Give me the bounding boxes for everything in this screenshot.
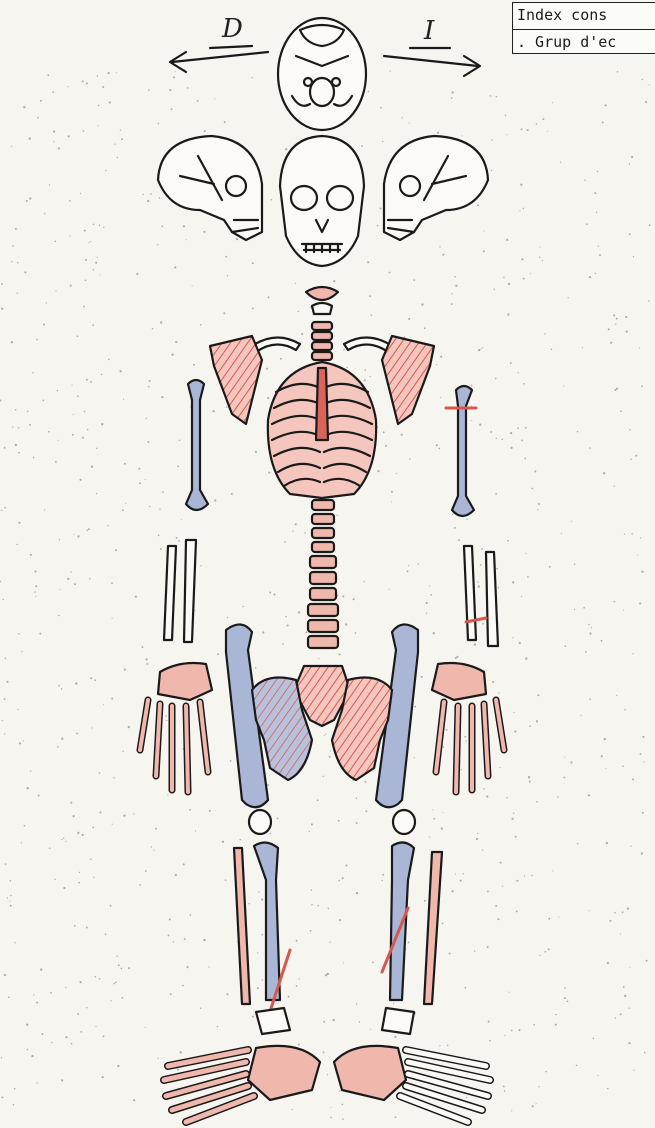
ribcage (268, 362, 376, 498)
humerus-left (452, 386, 474, 516)
left-arrow-icon (384, 48, 480, 76)
axis-vertebra (312, 303, 332, 314)
ulna-left (486, 552, 498, 646)
radius-right (164, 546, 176, 640)
fibula-right (234, 848, 250, 1004)
tibia-right (254, 842, 280, 1000)
fibula-left (424, 852, 442, 1004)
patella-left (393, 810, 415, 834)
scapula-right (210, 336, 262, 424)
clavicle-right (252, 337, 300, 352)
patella-right (249, 810, 271, 834)
atlas-vertebra (306, 287, 338, 300)
talus-right (256, 1008, 290, 1034)
spine-cervical (312, 322, 332, 360)
talus-left (382, 1008, 414, 1034)
skull-base-view (278, 18, 366, 130)
skull-frontal (280, 136, 364, 266)
foot-right (164, 1046, 320, 1122)
spine-lumbar (308, 500, 338, 648)
skull-lateral-right (158, 136, 262, 240)
humerus-right (186, 380, 208, 510)
ulna-right (184, 540, 196, 642)
right-arrow-icon (170, 46, 268, 72)
skull-lateral-left (384, 136, 488, 240)
clavicle-left (344, 337, 392, 352)
hand-right (140, 663, 212, 792)
foot-left (334, 1046, 490, 1122)
scapula-left (382, 336, 434, 424)
radius-left (464, 546, 476, 640)
